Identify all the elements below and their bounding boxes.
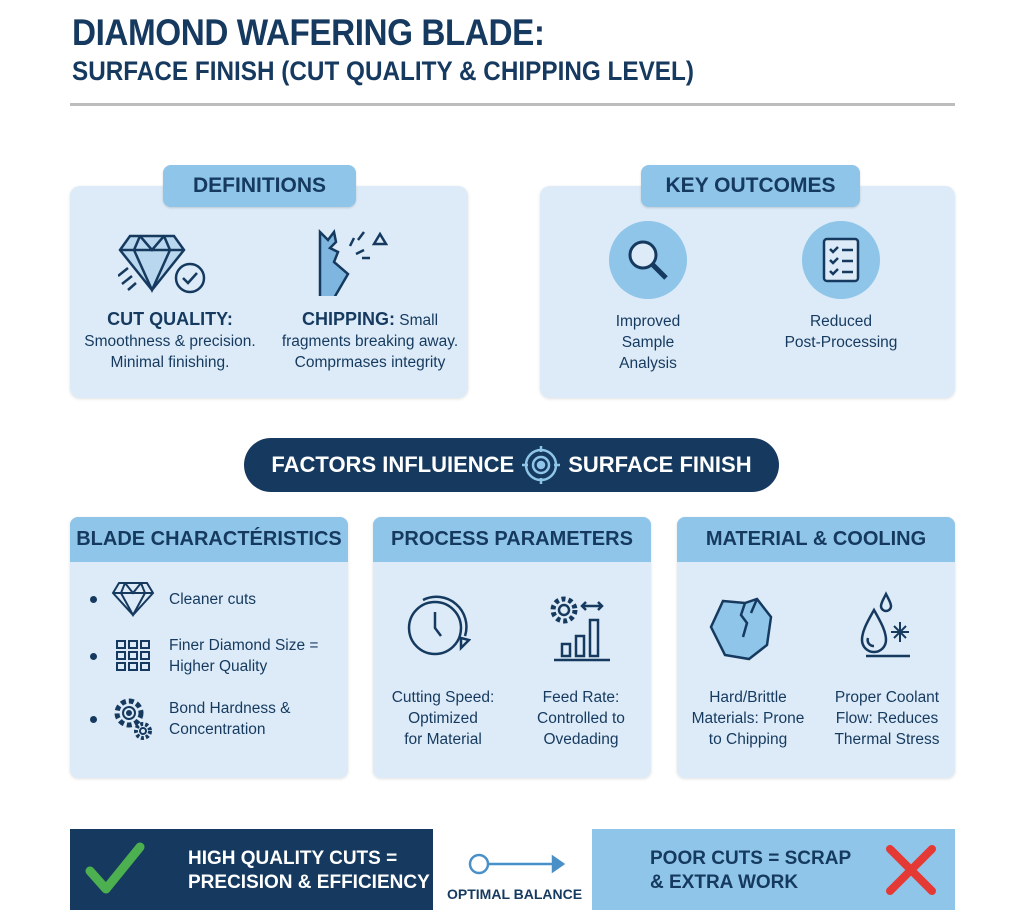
- blade-item-text: Cleaner cuts: [169, 590, 257, 608]
- blade-item-cleaner-cuts: Cleaner cuts: [90, 581, 256, 617]
- cut-quality-line1: Smoothness & precision.: [84, 333, 256, 350]
- high-quality-box: HIGH QUALITY CUTS = PRECISION & EFFICIENC…: [70, 829, 433, 910]
- blade-item-text: Higher Quality: [169, 658, 268, 675]
- chipping-icon: [316, 226, 388, 296]
- process-line: Cutting Speed:: [391, 689, 495, 706]
- key-outcomes-panel: [540, 186, 955, 398]
- outcome-line: Post-Processing: [784, 334, 898, 351]
- material-line: Flow: Reduces: [835, 710, 939, 727]
- material-line: Thermal Stress: [834, 731, 940, 748]
- material-line: to Chipping: [708, 731, 788, 748]
- material-line: Proper Coolant: [834, 689, 940, 706]
- diamond-icon: [111, 582, 155, 617]
- process-parameters-card: PROCESS PARAMETERS Cutting Speed: Optimiz…: [373, 517, 651, 778]
- good-line2: PRECISION & EFFICIENCY: [188, 872, 430, 893]
- gears-icon: [114, 698, 152, 740]
- chipping-line1: fragments breaking away.: [281, 333, 459, 350]
- process-heading: PROCESS PARAMETERS: [373, 517, 651, 562]
- poor-cuts-box: POOR CUTS = SCRAP & EXTRA WORK: [592, 829, 955, 910]
- bullet: [90, 595, 97, 603]
- feed-rate-text: Feed Rate: Controlled to Ovedading: [516, 687, 646, 750]
- material-line: Materials: Prone: [691, 710, 805, 727]
- check-icon: [85, 842, 145, 894]
- magnifier-icon: [609, 221, 687, 299]
- outcome-line: Analysis: [619, 355, 677, 372]
- cutting-speed-text: Cutting Speed: Optimized for Material: [378, 687, 508, 750]
- banner-right-text: SURFACE FINISH: [568, 452, 752, 477]
- bad-line2: & EXTRA WORK: [650, 872, 799, 893]
- bullet: [90, 715, 97, 723]
- factors-banner: FACTORS INFLUIENCE SURFACE FINISH: [244, 438, 779, 492]
- title-line1: DIAMOND WAFERING BLADE:: [72, 12, 545, 53]
- title-line2: SURFACE FINISH (CUT QUALITY & CHIPPING L…: [72, 56, 694, 86]
- optimal-balance-label: OPTIMAL BALANCE: [447, 886, 583, 902]
- bullet: [90, 652, 97, 660]
- blade-item-text: Finer Diamond Size =: [169, 637, 319, 654]
- outcome-line: Sample: [621, 334, 675, 351]
- x-icon: [886, 845, 936, 895]
- definitions-panel: [70, 186, 468, 398]
- process-line: Optimized: [408, 710, 478, 727]
- material-line: Hard/Brittle: [709, 689, 787, 706]
- divider: [70, 103, 955, 106]
- checklist-icon: [802, 221, 880, 299]
- target-icon: [522, 446, 561, 484]
- process-line: Controlled to: [537, 710, 625, 727]
- outcome-line: Improved: [615, 313, 681, 330]
- blade-item-text: Concentration: [169, 721, 266, 738]
- chipping-text: CHIPPING: Small fragments breaking away.…: [270, 309, 470, 373]
- bad-line1: POOR CUTS = SCRAP: [650, 848, 852, 869]
- clock-speed-icon: [403, 594, 471, 662]
- material-heading: MATERIAL & COOLING: [677, 517, 955, 562]
- coolant-snowflake-icon: [854, 590, 914, 662]
- blade-item-diamond-size: Finer Diamond Size = Higher Quality: [90, 635, 318, 677]
- cracked-rock-icon: [709, 597, 775, 661]
- blade-item-bond-hardness: Bond Hardness & Concentration: [90, 695, 291, 743]
- diamond-check-icon: [118, 230, 210, 298]
- good-line1: HIGH QUALITY CUTS =: [188, 848, 398, 869]
- banner-left-text: FACTORS INFLUIENCE: [271, 452, 515, 477]
- blade-heading: BLADE CHARACTÉRISTICS: [70, 517, 348, 562]
- definitions-heading: DEFINITIONS: [163, 165, 356, 207]
- process-line: for Material: [404, 731, 482, 748]
- outcome-line: Reduced: [809, 313, 873, 330]
- cut-quality-term: CUT QUALITY:: [107, 309, 233, 329]
- grid-icon: [116, 640, 150, 671]
- cut-quality-line2: Minimal finishing.: [110, 354, 230, 371]
- balance-arrow-icon: [468, 853, 566, 875]
- chipping-lead: Small: [394, 312, 439, 329]
- blade-item-text: Bond Hardness &: [169, 700, 291, 717]
- blade-characteristics-card: BLADE CHARACTÉRISTICS Cleaner cuts Finer…: [70, 517, 348, 778]
- chipping-line2: Comprmases integrity: [294, 354, 446, 371]
- cut-quality-text: CUT QUALITY: Smoothness & precision. Min…: [70, 309, 270, 373]
- feed-rate-icon: [548, 594, 614, 662]
- process-line: Feed Rate:: [542, 689, 620, 706]
- key-outcomes-heading: KEY OUTCOMES: [641, 165, 860, 207]
- chipping-term: CHIPPING:: [301, 309, 395, 329]
- process-line: Ovedading: [543, 731, 619, 748]
